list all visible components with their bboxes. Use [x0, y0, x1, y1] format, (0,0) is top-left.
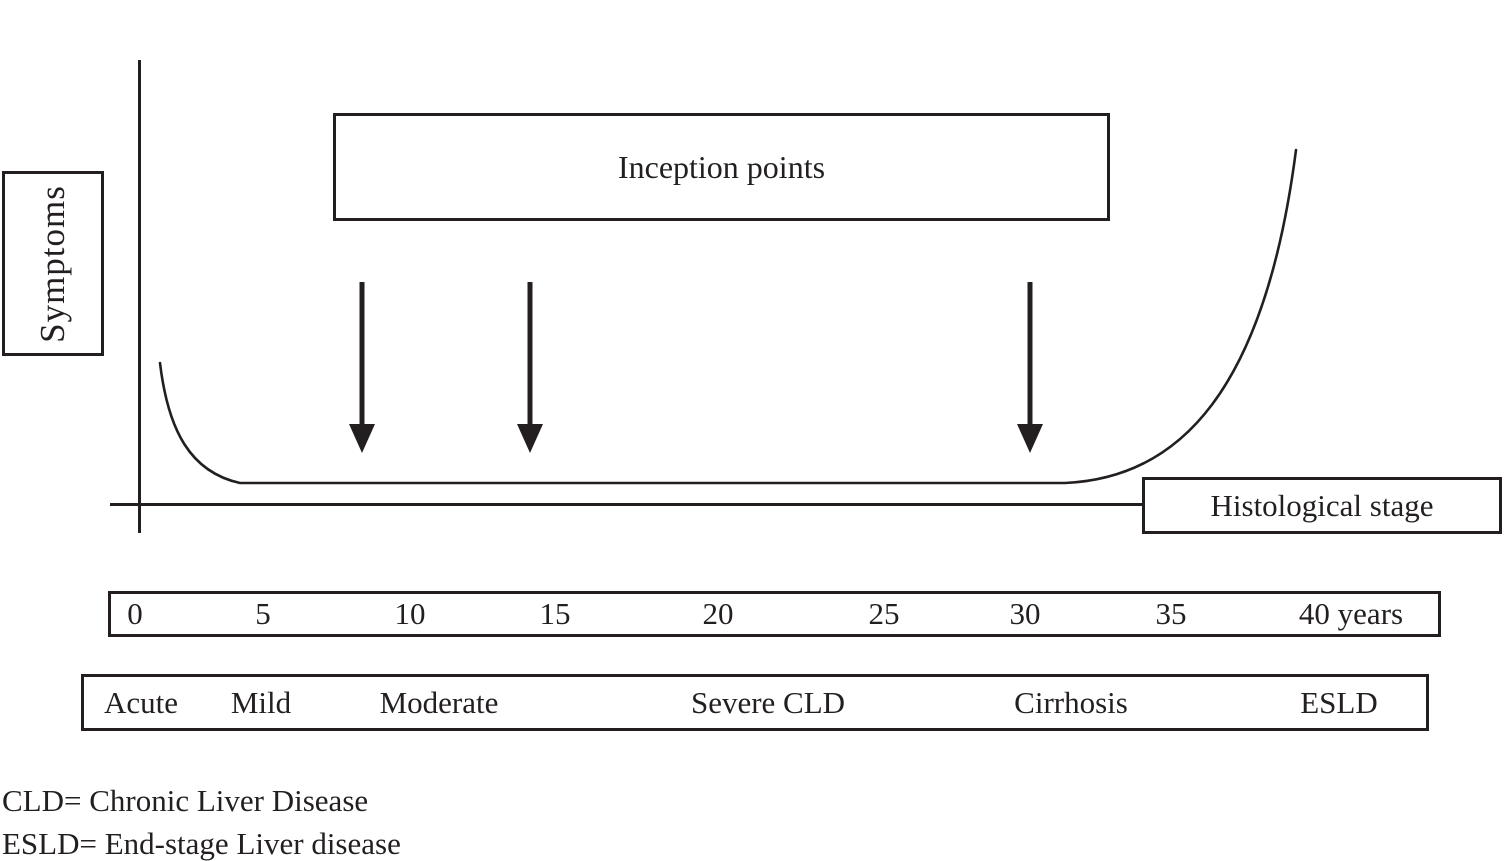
stage-label: Mild	[230, 684, 292, 720]
stages-box: Acute Mild Moderate Severe CLD Cirrhosis…	[81, 674, 1429, 731]
timeline-tick: 35	[1155, 596, 1187, 631]
stage-label: Severe CLD	[690, 684, 846, 720]
down-arrow-icon	[517, 282, 543, 453]
arrow-head	[517, 424, 543, 453]
timeline-tick: 25	[868, 596, 900, 631]
x-axis-label: Histological stage	[1210, 487, 1434, 523]
stage-label: ESLD	[1300, 684, 1378, 720]
x-axis-line	[110, 503, 1142, 506]
down-arrow-icon	[349, 282, 375, 453]
symptom-curve-line	[158, 148, 1298, 485]
y-axis-label: Symptoms	[33, 184, 73, 343]
timeline-tick: 20	[702, 596, 734, 631]
stage-label: Moderate	[379, 684, 499, 720]
timeline-tick: 30	[1009, 596, 1041, 631]
timeline-tick: 40 years	[1298, 596, 1404, 631]
x-axis-label-box: Histological stage	[1142, 477, 1502, 534]
timeline-box: 0 5 10 15 20 25 30 35 40 years	[108, 591, 1441, 637]
timeline-tick: 10	[394, 596, 426, 631]
arrow-head	[1017, 424, 1043, 453]
arrow-shaft	[527, 282, 533, 426]
timeline-tick: 5	[255, 596, 271, 631]
arrow-head	[349, 424, 375, 453]
arrow-shaft	[1027, 282, 1033, 426]
inception-points-label: Inception points	[617, 148, 826, 185]
timeline-tick: 0	[127, 596, 143, 631]
footnote-esld: ESLD= End-stage Liver disease	[2, 826, 401, 861]
stage-label: Acute	[103, 684, 179, 720]
stage-label: Cirrhosis	[1014, 684, 1128, 720]
arrow-shaft	[359, 282, 365, 426]
footnotes: CLD= Chronic Liver Disease ESLD= End-sta…	[2, 779, 401, 861]
y-axis-label-box: Symptoms	[2, 171, 104, 356]
footnote-cld: CLD= Chronic Liver Disease	[2, 783, 369, 818]
timeline-tick: 15	[539, 596, 571, 631]
inception-points-box: Inception points	[333, 113, 1110, 221]
down-arrow-icon	[1017, 282, 1043, 453]
y-axis-line	[138, 60, 141, 533]
